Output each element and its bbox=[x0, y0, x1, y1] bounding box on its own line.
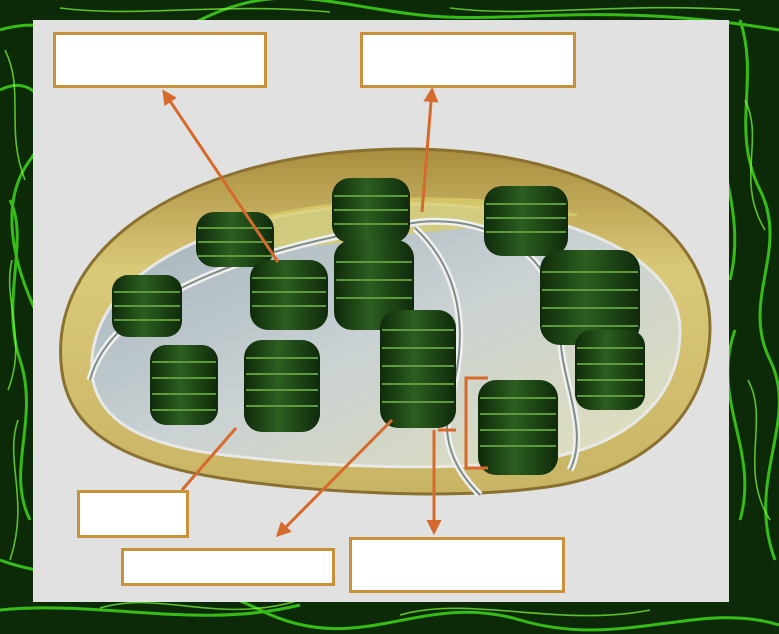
granum bbox=[150, 345, 218, 425]
granum bbox=[575, 330, 645, 410]
granum bbox=[250, 260, 328, 330]
label-box-1[interactable] bbox=[53, 32, 267, 88]
label-box-2[interactable] bbox=[360, 32, 576, 88]
granum bbox=[332, 178, 410, 243]
granum bbox=[244, 340, 320, 432]
label-box-3[interactable] bbox=[77, 490, 189, 538]
label-box-4[interactable] bbox=[121, 548, 335, 586]
granum bbox=[484, 186, 568, 256]
granum bbox=[112, 275, 182, 337]
granum bbox=[478, 380, 558, 475]
label-box-5[interactable] bbox=[349, 537, 565, 593]
granum bbox=[380, 310, 456, 428]
